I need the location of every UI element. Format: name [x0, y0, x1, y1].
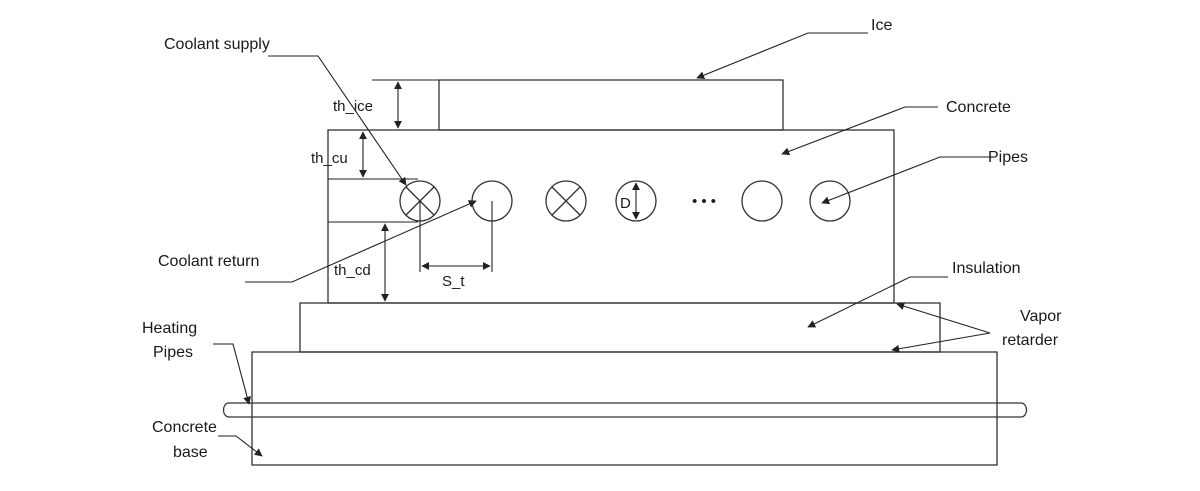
leader-heating-pipes: Heating Pipes: [142, 320, 252, 405]
pipe-return: [809, 180, 851, 222]
dim-label-th-cd: th_cd: [334, 262, 371, 279]
dim-label-d: D: [620, 195, 631, 212]
pipe-return: [741, 180, 783, 222]
leader-coolant-supply: Coolant supply: [164, 36, 407, 186]
leader-insulation: Insulation: [807, 260, 1021, 328]
cooling-pipes: [399, 180, 851, 222]
label-ice: Ice: [871, 17, 892, 34]
dimension-th-cu: th_cu: [311, 131, 418, 180]
ice-layer: [438, 79, 784, 131]
label-retarder: retarder: [1002, 332, 1059, 349]
leader-coolant-return: Coolant return: [158, 200, 477, 283]
pipe-supply: [545, 180, 587, 222]
leader-concrete-base: Concrete base: [152, 419, 263, 461]
label-concrete: Concrete: [946, 99, 1011, 116]
label-heating: Heating: [142, 320, 197, 337]
label-coolant-supply: Coolant supply: [164, 36, 270, 53]
label-concrete-base-1: Concrete: [152, 419, 217, 436]
dimension-th-cd: th_cd: [328, 221, 418, 302]
dimension-s-t: S_t: [419, 201, 493, 290]
pipes-ellipsis: • • •: [692, 193, 716, 210]
leader-ice: Ice: [696, 17, 892, 80]
dimension-d: D: [620, 182, 640, 220]
leader-concrete: Concrete: [781, 99, 1011, 156]
label-insulation: Insulation: [952, 260, 1021, 277]
insulation-layer: [299, 302, 941, 353]
label-vapor: Vapor: [1020, 308, 1062, 325]
leader-pipes: Pipes: [821, 149, 1028, 205]
leader-vapor-retarder: Vapor retarder: [891, 302, 1062, 353]
label-pipes: Pipes: [988, 149, 1028, 166]
dim-label-th-cu: th_cu: [311, 150, 348, 167]
dim-label-s-t: S_t: [442, 273, 465, 290]
label-concrete-base-2: base: [173, 444, 208, 461]
heating-pipe: [222, 402, 1028, 418]
dimension-th-ice: th_ice: [333, 79, 439, 129]
label-heating-pipes: Pipes: [153, 344, 193, 361]
concrete-base-layer: [251, 351, 998, 466]
label-coolant-return: Coolant return: [158, 253, 259, 270]
